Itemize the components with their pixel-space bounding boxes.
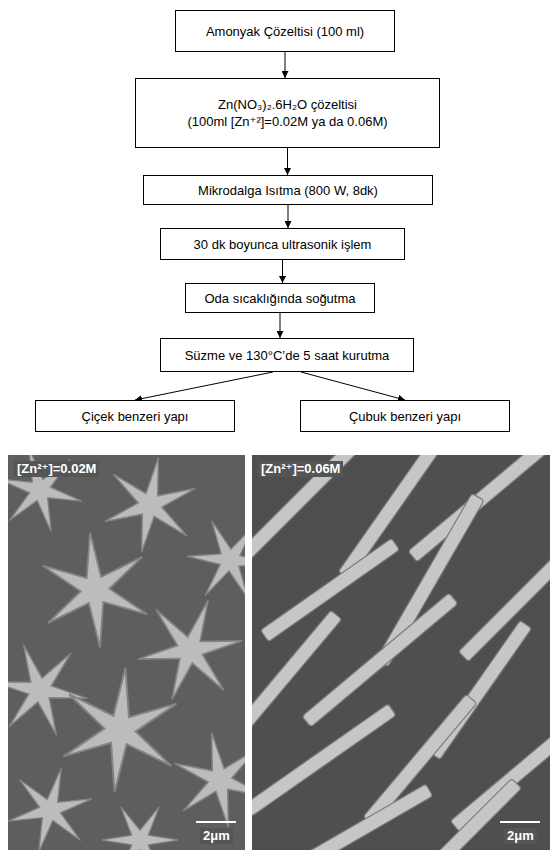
rod-crystal <box>252 704 396 816</box>
rod-crystal <box>287 784 433 850</box>
flower-crystal <box>161 724 245 835</box>
flower-crystal <box>86 455 213 568</box>
flower-crystal <box>102 807 179 850</box>
scale-label: 2μm <box>200 828 233 844</box>
rod-crystal <box>363 694 477 826</box>
flower-crystal <box>38 650 202 810</box>
process-box: Amonyak Çözeltisi (100 ml) <box>175 10 395 52</box>
process-box: Mikrodalga Isıtma (800 W, 8dk) <box>143 175 433 205</box>
rod-crystal <box>450 728 550 831</box>
box-text: (100ml [Zn⁺²]=0.02M ya da 0.06M) <box>187 113 387 130</box>
flow-arrow <box>285 52 286 78</box>
concentration-label: [Zn²⁺]=0.06M <box>258 461 343 477</box>
box-text: Mikrodalga Isıtma (800 W, 8dk) <box>198 182 378 199</box>
box-text: 30 dk boyunca ultrasonik işlem <box>194 236 372 253</box>
box-text: Zn(NO₃)₂.6H₂O çözeltisi <box>218 96 357 113</box>
rod-crystal <box>252 455 362 562</box>
rod-crystal <box>338 455 441 580</box>
box-text: Oda sıcaklığında soğutma <box>204 290 355 307</box>
scale-label: 2μm <box>504 828 537 844</box>
flow-arrow <box>287 148 288 175</box>
flower-crystal <box>121 580 245 720</box>
flower-crystal <box>184 519 245 601</box>
process-box: Süzme ve 130°C’de 5 saat kurutma <box>160 338 414 372</box>
box-text: Çubuk benzeri yapı <box>349 408 461 425</box>
rod-sem-image <box>252 455 550 850</box>
flower-crystal <box>8 641 94 740</box>
scale-bar <box>196 821 236 823</box>
rod-crystal <box>302 593 458 727</box>
flower-crystal <box>22 520 169 659</box>
box-text: Amonyak Çözeltisi (100 ml) <box>206 23 364 40</box>
concentration-label: [Zn²⁺]=0.02M <box>14 461 99 477</box>
flow-arrow <box>301 372 405 400</box>
process-box: Çubuk benzeri yapı <box>300 400 510 432</box>
flow-arrow <box>280 313 281 338</box>
process-box: 30 dk boyunca ultrasonik işlem <box>160 228 405 260</box>
flow-arrow <box>135 372 273 400</box>
process-box: Oda sıcaklığında soğutma <box>185 283 375 313</box>
process-box: Zn(NO₃)₂.6H₂O çözeltisi(100ml [Zn⁺²]=0.0… <box>135 78 440 148</box>
box-text: Süzme ve 130°C’de 5 saat kurutma <box>185 347 390 364</box>
box-text: Çiçek benzeri yapı <box>82 408 189 425</box>
flow-arrow <box>282 260 283 283</box>
scale-bar <box>500 821 540 823</box>
process-box: Çiçek benzeri yapı <box>35 400 235 432</box>
flower-crystal <box>8 753 107 850</box>
flow-arrow <box>288 205 289 228</box>
flower-sem-image <box>8 455 245 850</box>
